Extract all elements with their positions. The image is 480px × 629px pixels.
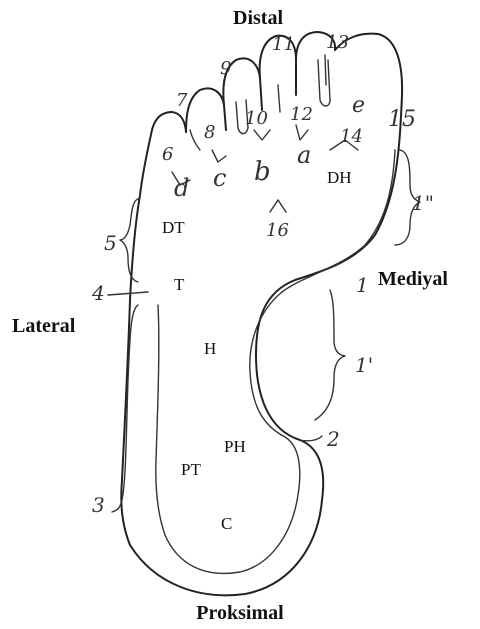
region-h: H xyxy=(204,339,216,358)
pointer-a xyxy=(296,125,308,140)
region-dh: DH xyxy=(327,168,352,187)
toe-letter-b: b xyxy=(254,157,271,187)
label-distal: Distal xyxy=(233,7,283,29)
number-1-double: 1" xyxy=(412,191,434,215)
label-proximal: Proksimal xyxy=(196,602,284,624)
label-lateral: Lateral xyxy=(12,315,76,337)
region-pt: PT xyxy=(181,460,201,479)
number-3: 3 xyxy=(92,493,105,517)
number-1-prime: 1' xyxy=(355,353,373,377)
number-11: 11 xyxy=(272,34,295,55)
pointer-b xyxy=(254,130,270,140)
region-dt: DT xyxy=(162,218,185,237)
region-t: T xyxy=(174,275,185,294)
pointer-c xyxy=(212,150,226,162)
number-10: 10 xyxy=(245,108,268,129)
number-6: 6 xyxy=(162,144,173,165)
toe-letter-e: e xyxy=(352,93,365,118)
toe-letter-c: c xyxy=(213,164,226,192)
region-ph: PH xyxy=(224,437,246,456)
region-c: C xyxy=(221,514,232,533)
number-1: 1 xyxy=(356,273,369,297)
pointer-16 xyxy=(270,200,286,212)
number-13: 13 xyxy=(326,32,349,53)
toe-letter-d: d xyxy=(174,174,189,202)
toe-5-mark xyxy=(190,130,200,150)
bracket-2 xyxy=(300,436,322,441)
number-16: 16 xyxy=(266,220,289,241)
toe-2-mark xyxy=(318,60,330,106)
toe-3-mark xyxy=(278,85,280,112)
label-medial: Mediyal xyxy=(378,268,448,290)
number-9: 9 xyxy=(220,58,231,79)
pointer-4 xyxy=(108,292,148,295)
number-12: 12 xyxy=(290,104,313,125)
number-4: 4 xyxy=(91,281,105,305)
number-8: 8 xyxy=(204,122,215,143)
number-7: 7 xyxy=(176,90,188,111)
number-15: 15 xyxy=(388,107,416,132)
number-14: 14 xyxy=(340,126,363,147)
number-2: 2 xyxy=(326,427,340,451)
toe-1-mark xyxy=(325,55,326,85)
number-5: 5 xyxy=(104,231,117,255)
toe-letter-a: a xyxy=(297,141,311,169)
bracket-1-prime xyxy=(315,290,345,420)
